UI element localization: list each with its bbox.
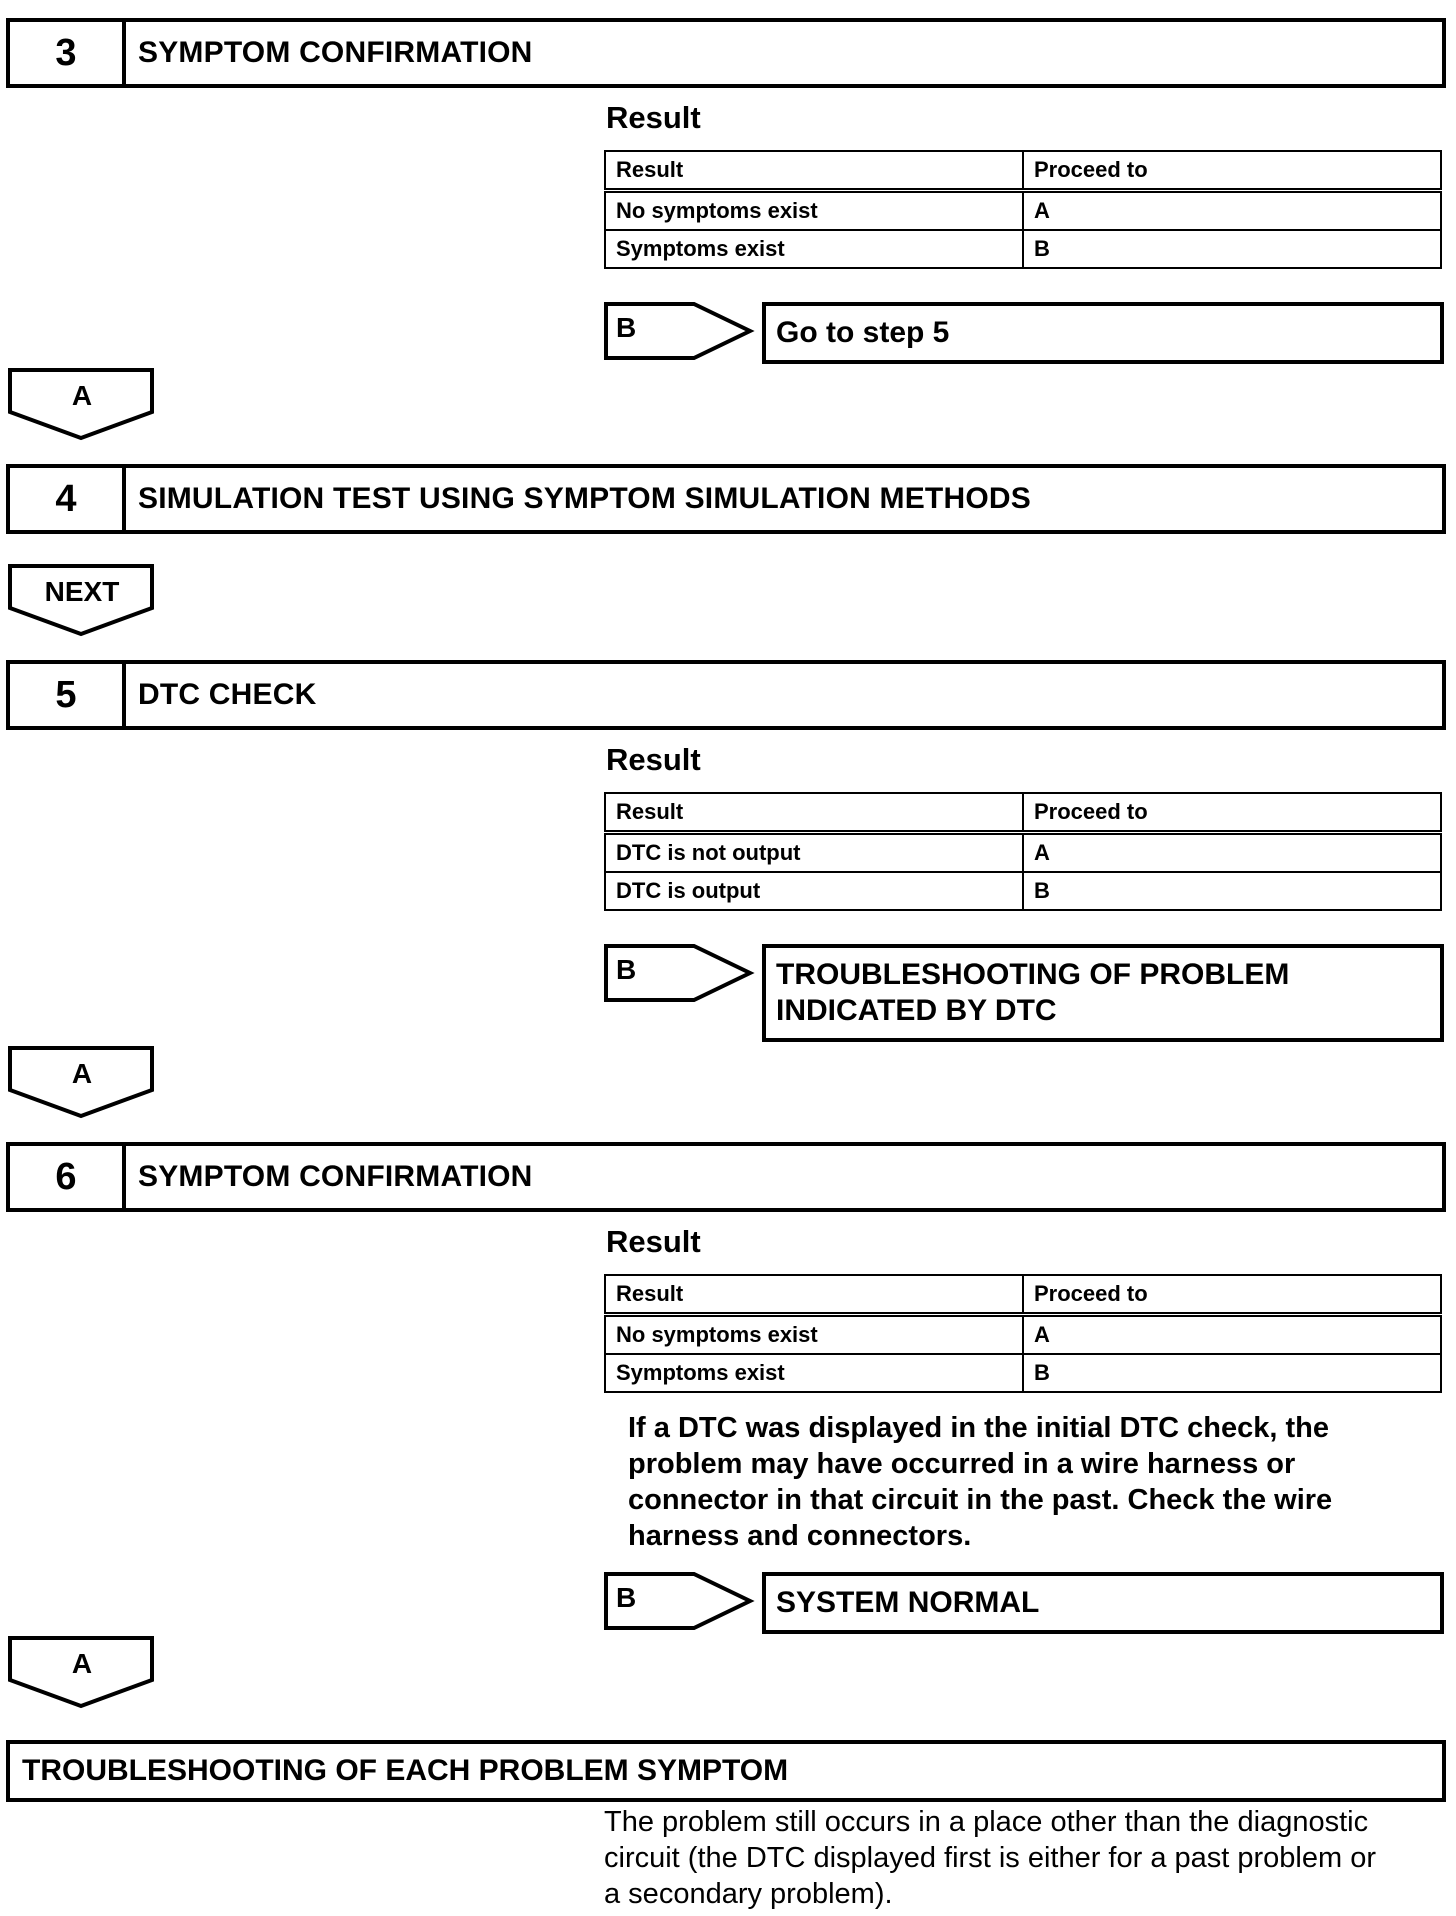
note-line: connector in that circuit in the past. C… [628,1484,1333,1516]
description-line: circuit (the DTC displayed first is eith… [604,1842,1376,1874]
step-title: SYMPTOM CONFIRMATION [138,36,533,69]
step-number: 3 [10,22,126,84]
table-header-cell: Result [604,1274,1024,1317]
table-cell: A [1022,831,1442,873]
table-row: DTC is not output A [604,831,1442,873]
step-number: 6 [10,1146,126,1208]
step-title: SIMULATION TEST USING SYMPTOM SIMULATION… [138,482,1031,515]
step-3-header: 3 SYMPTOM CONFIRMATION [6,18,1446,88]
description-line: a secondary problem). [604,1878,893,1910]
table-header-row: Result Proceed to [604,792,1442,835]
branch-target-box: SYSTEM NORMAL [762,1572,1444,1634]
step-4-header: 4 SIMULATION TEST USING SYMPTOM SIMULATI… [6,464,1446,534]
branch-label: B [616,312,637,343]
proceed-label: A [71,1648,93,1679]
table-cell: A [1022,189,1442,231]
branch-target-text: Go to step 5 [776,316,950,349]
step-6-header: 6 SYMPTOM CONFIRMATION [6,1142,1446,1212]
branch-arrow-icon [604,944,755,1002]
table-cell: B [1022,871,1442,911]
table-header-cell: Proceed to [1022,1274,1442,1317]
step-number: 4 [10,468,126,530]
table-cell: DTC is not output [604,831,1024,873]
final-description: The problem still occurs in a place othe… [604,1804,1444,1912]
branch-target-text: TROUBLESHOOTING OF PROBLEM [776,958,1290,991]
table-row: No symptoms exist A [604,1313,1442,1355]
table-cell: A [1022,1313,1442,1355]
table-row: DTC is output B [604,871,1442,911]
proceed-label: A [71,380,93,411]
table-header-cell: Result [604,150,1024,193]
table-header-cell: Proceed to [1022,792,1442,835]
note-line: problem may have occurred in a wire harn… [628,1448,1296,1480]
result-table: Result Proceed to No symptoms exist A Sy… [604,150,1442,269]
proceed-arrow-icon [8,564,154,637]
table-row: Symptoms exist B [604,1353,1442,1393]
branch-target-box: Go to step 5 [762,302,1444,364]
table-row: Symptoms exist B [604,229,1442,269]
table-cell: No symptoms exist [604,1313,1024,1355]
result-heading: Result [606,1224,701,1259]
branch-target-text: SYSTEM NORMAL [776,1586,1040,1619]
step-title: SYMPTOM CONFIRMATION [138,1160,533,1193]
proceed-label: NEXT [44,576,120,607]
result-table: Result Proceed to DTC is not output A DT… [604,792,1442,911]
table-cell: DTC is output [604,871,1024,911]
proceed-arrow-icon [8,368,154,441]
final-title: TROUBLESHOOTING OF EACH PROBLEM SYMPTOM [22,1754,789,1787]
step-number: 5 [10,664,126,726]
note-line: If a DTC was displayed in the initial DT… [628,1412,1329,1444]
proceed-arrow-icon [8,1046,154,1119]
table-row: No symptoms exist A [604,189,1442,231]
table-cell: Symptoms exist [604,1353,1024,1393]
branch-target-text: INDICATED BY DTC [776,994,1057,1027]
branch-label: B [616,1582,637,1613]
table-cell: No symptoms exist [604,189,1024,231]
table-cell: Symptoms exist [604,229,1024,269]
step-title: DTC CHECK [138,678,317,711]
result-table: Result Proceed to No symptoms exist A Sy… [604,1274,1442,1393]
table-header-row: Result Proceed to [604,150,1442,193]
note-line: harness and connectors. [628,1520,972,1552]
branch-arrow-icon [604,1572,755,1630]
table-header-row: Result Proceed to [604,1274,1442,1317]
table-header-cell: Result [604,792,1024,835]
table-cell: B [1022,229,1442,269]
description-line: The problem still occurs in a place othe… [604,1806,1369,1838]
result-heading: Result [606,742,701,777]
branch-label: B [616,954,637,985]
step-5-header: 5 DTC CHECK [6,660,1446,730]
table-cell: B [1022,1353,1442,1393]
result-heading: Result [606,100,701,135]
proceed-arrow-icon [8,1636,154,1709]
step-note: If a DTC was displayed in the initial DT… [628,1410,1428,1554]
final-result-box: TROUBLESHOOTING OF EACH PROBLEM SYMPTOM [6,1740,1446,1802]
branch-target-box: TROUBLESHOOTING OF PROBLEM INDICATED BY … [762,944,1444,1042]
branch-arrow-icon [604,302,755,360]
proceed-label: A [71,1058,93,1089]
table-header-cell: Proceed to [1022,150,1442,193]
